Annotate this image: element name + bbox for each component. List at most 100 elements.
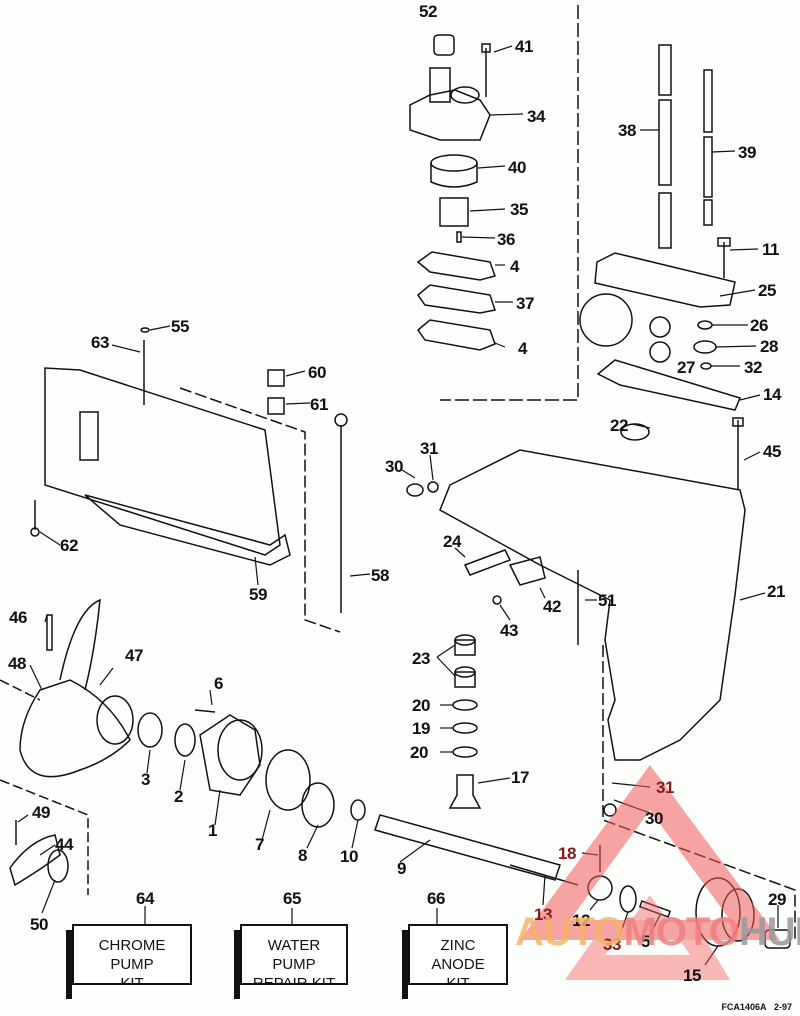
callout-24: 24 bbox=[443, 532, 461, 551]
callout-14: 14 bbox=[763, 385, 781, 404]
watermark-auto: AUTO bbox=[515, 910, 625, 954]
kit-box-side bbox=[234, 930, 240, 999]
callout-46: 46 bbox=[9, 608, 27, 627]
callout-23: 23 bbox=[412, 649, 430, 668]
callout-32: 32 bbox=[744, 358, 762, 377]
kit-label-line: ANODE bbox=[431, 956, 485, 973]
callout-19: 19 bbox=[412, 719, 430, 738]
kit-box-base bbox=[72, 983, 192, 999]
callout-3: 3 bbox=[141, 770, 150, 789]
callout-28: 28 bbox=[760, 337, 778, 356]
kit-label-line: PUMP bbox=[110, 956, 154, 973]
callout-7: 7 bbox=[255, 835, 264, 854]
callout-65: 65 bbox=[283, 889, 301, 908]
kit-box-side bbox=[402, 930, 408, 999]
callout-22: 22 bbox=[610, 416, 628, 435]
kit-box-base bbox=[240, 983, 348, 999]
callout-18: 18 bbox=[558, 844, 576, 863]
leader-lines bbox=[17, 45, 779, 966]
watermark-moto: MOTO bbox=[623, 910, 740, 954]
callout-25: 25 bbox=[758, 281, 776, 300]
callout-51: 51 bbox=[598, 591, 616, 610]
propshaft-assembly bbox=[137, 709, 601, 886]
watermark-triangle bbox=[520, 765, 780, 980]
watermark-hub: HUB bbox=[738, 910, 800, 954]
callout-36: 36 bbox=[497, 230, 515, 249]
callout-11: 11 bbox=[762, 240, 779, 259]
callout-52: 52 bbox=[419, 2, 437, 21]
kit-box-base bbox=[408, 983, 508, 999]
callout-61: 61 bbox=[310, 395, 328, 414]
callout-4-lower: 4 bbox=[518, 339, 527, 358]
watermark-logo: AUTOMOTOHUB bbox=[515, 910, 800, 955]
figure-code: FCA1406A 2-97 bbox=[721, 1002, 792, 1012]
callout-48: 48 bbox=[8, 654, 26, 673]
callout-6: 6 bbox=[214, 674, 223, 693]
callout-15: 15 bbox=[683, 966, 701, 985]
callout-5: 5 bbox=[641, 932, 650, 951]
propeller bbox=[19, 598, 134, 778]
callout-63: 63 bbox=[91, 333, 109, 352]
callout-31-upper: 31 bbox=[420, 439, 438, 458]
figure-revision: 2-97 bbox=[773, 1002, 792, 1012]
callout-4-upper: 4 bbox=[510, 257, 519, 276]
drive-shaft-parts bbox=[579, 44, 742, 411]
callout-64: 64 bbox=[136, 889, 154, 908]
callout-20-upper: 20 bbox=[412, 696, 430, 715]
callout-2: 2 bbox=[174, 787, 183, 806]
callout-30-upper: 30 bbox=[385, 457, 403, 476]
callout-10: 10 bbox=[340, 847, 358, 866]
kit-box-zinc-anode: ZINC ANODE KIT bbox=[402, 924, 508, 999]
callout-27: 27 bbox=[677, 358, 695, 377]
callout-8: 8 bbox=[298, 846, 307, 865]
pinion-stack bbox=[448, 634, 482, 809]
kit-label-line: PUMP bbox=[272, 956, 316, 973]
callout-59: 59 bbox=[249, 585, 267, 604]
callout-21: 21 bbox=[767, 582, 785, 601]
callout-34: 34 bbox=[527, 107, 545, 126]
assembly-dash-line-prop bbox=[0, 679, 89, 895]
exhaust-housing bbox=[30, 327, 348, 613]
callout-9: 9 bbox=[397, 859, 406, 878]
callout-45: 45 bbox=[763, 442, 781, 461]
callout-30-lower: 30 bbox=[645, 809, 663, 828]
assembly-dash-line-pump bbox=[440, 5, 579, 401]
callout-35: 35 bbox=[510, 200, 528, 219]
kit-label: CHROME PUMP KIT bbox=[74, 936, 190, 993]
callout-43: 43 bbox=[500, 621, 518, 640]
callout-58: 58 bbox=[371, 566, 389, 585]
callout-55: 55 bbox=[171, 317, 189, 336]
callout-17: 17 bbox=[511, 768, 529, 787]
kit-box-side bbox=[66, 930, 72, 999]
assembly-dash-line-exhaust bbox=[179, 387, 341, 633]
figure-id: FCA1406A bbox=[721, 1002, 767, 1012]
kit-box-water-pump-repair: WATER PUMP REPAIR KIT bbox=[234, 924, 348, 999]
callout-12: 12 bbox=[572, 911, 590, 930]
callout-66: 66 bbox=[427, 889, 445, 908]
callout-37: 37 bbox=[516, 294, 534, 313]
callout-39: 39 bbox=[738, 143, 756, 162]
kit-box-chrome-pump: CHROME PUMP KIT bbox=[66, 924, 192, 999]
callout-38: 38 bbox=[618, 121, 636, 140]
callout-50: 50 bbox=[30, 915, 48, 934]
callout-49: 49 bbox=[32, 803, 50, 822]
callout-29: 29 bbox=[768, 890, 786, 909]
callout-40: 40 bbox=[508, 158, 526, 177]
callout-62: 62 bbox=[60, 536, 78, 555]
callout-26: 26 bbox=[750, 316, 768, 335]
callout-41: 41 bbox=[515, 37, 533, 56]
callout-13: 13 bbox=[534, 905, 552, 924]
callout-60: 60 bbox=[308, 363, 326, 382]
callout-42: 42 bbox=[543, 597, 561, 616]
kit-label-line: WATER bbox=[267, 937, 321, 954]
callout-44: 44 bbox=[55, 835, 73, 854]
callout-20-lower: 20 bbox=[410, 743, 428, 762]
water-pump-parts bbox=[409, 34, 496, 351]
callout-33: 33 bbox=[603, 935, 621, 954]
callout-47: 47 bbox=[125, 646, 143, 665]
callout-31-lower: 31 bbox=[656, 778, 674, 797]
kit-label-line: CHROME bbox=[98, 937, 166, 954]
gearcase-housing bbox=[406, 417, 746, 761]
callout-1: 1 bbox=[208, 821, 217, 840]
